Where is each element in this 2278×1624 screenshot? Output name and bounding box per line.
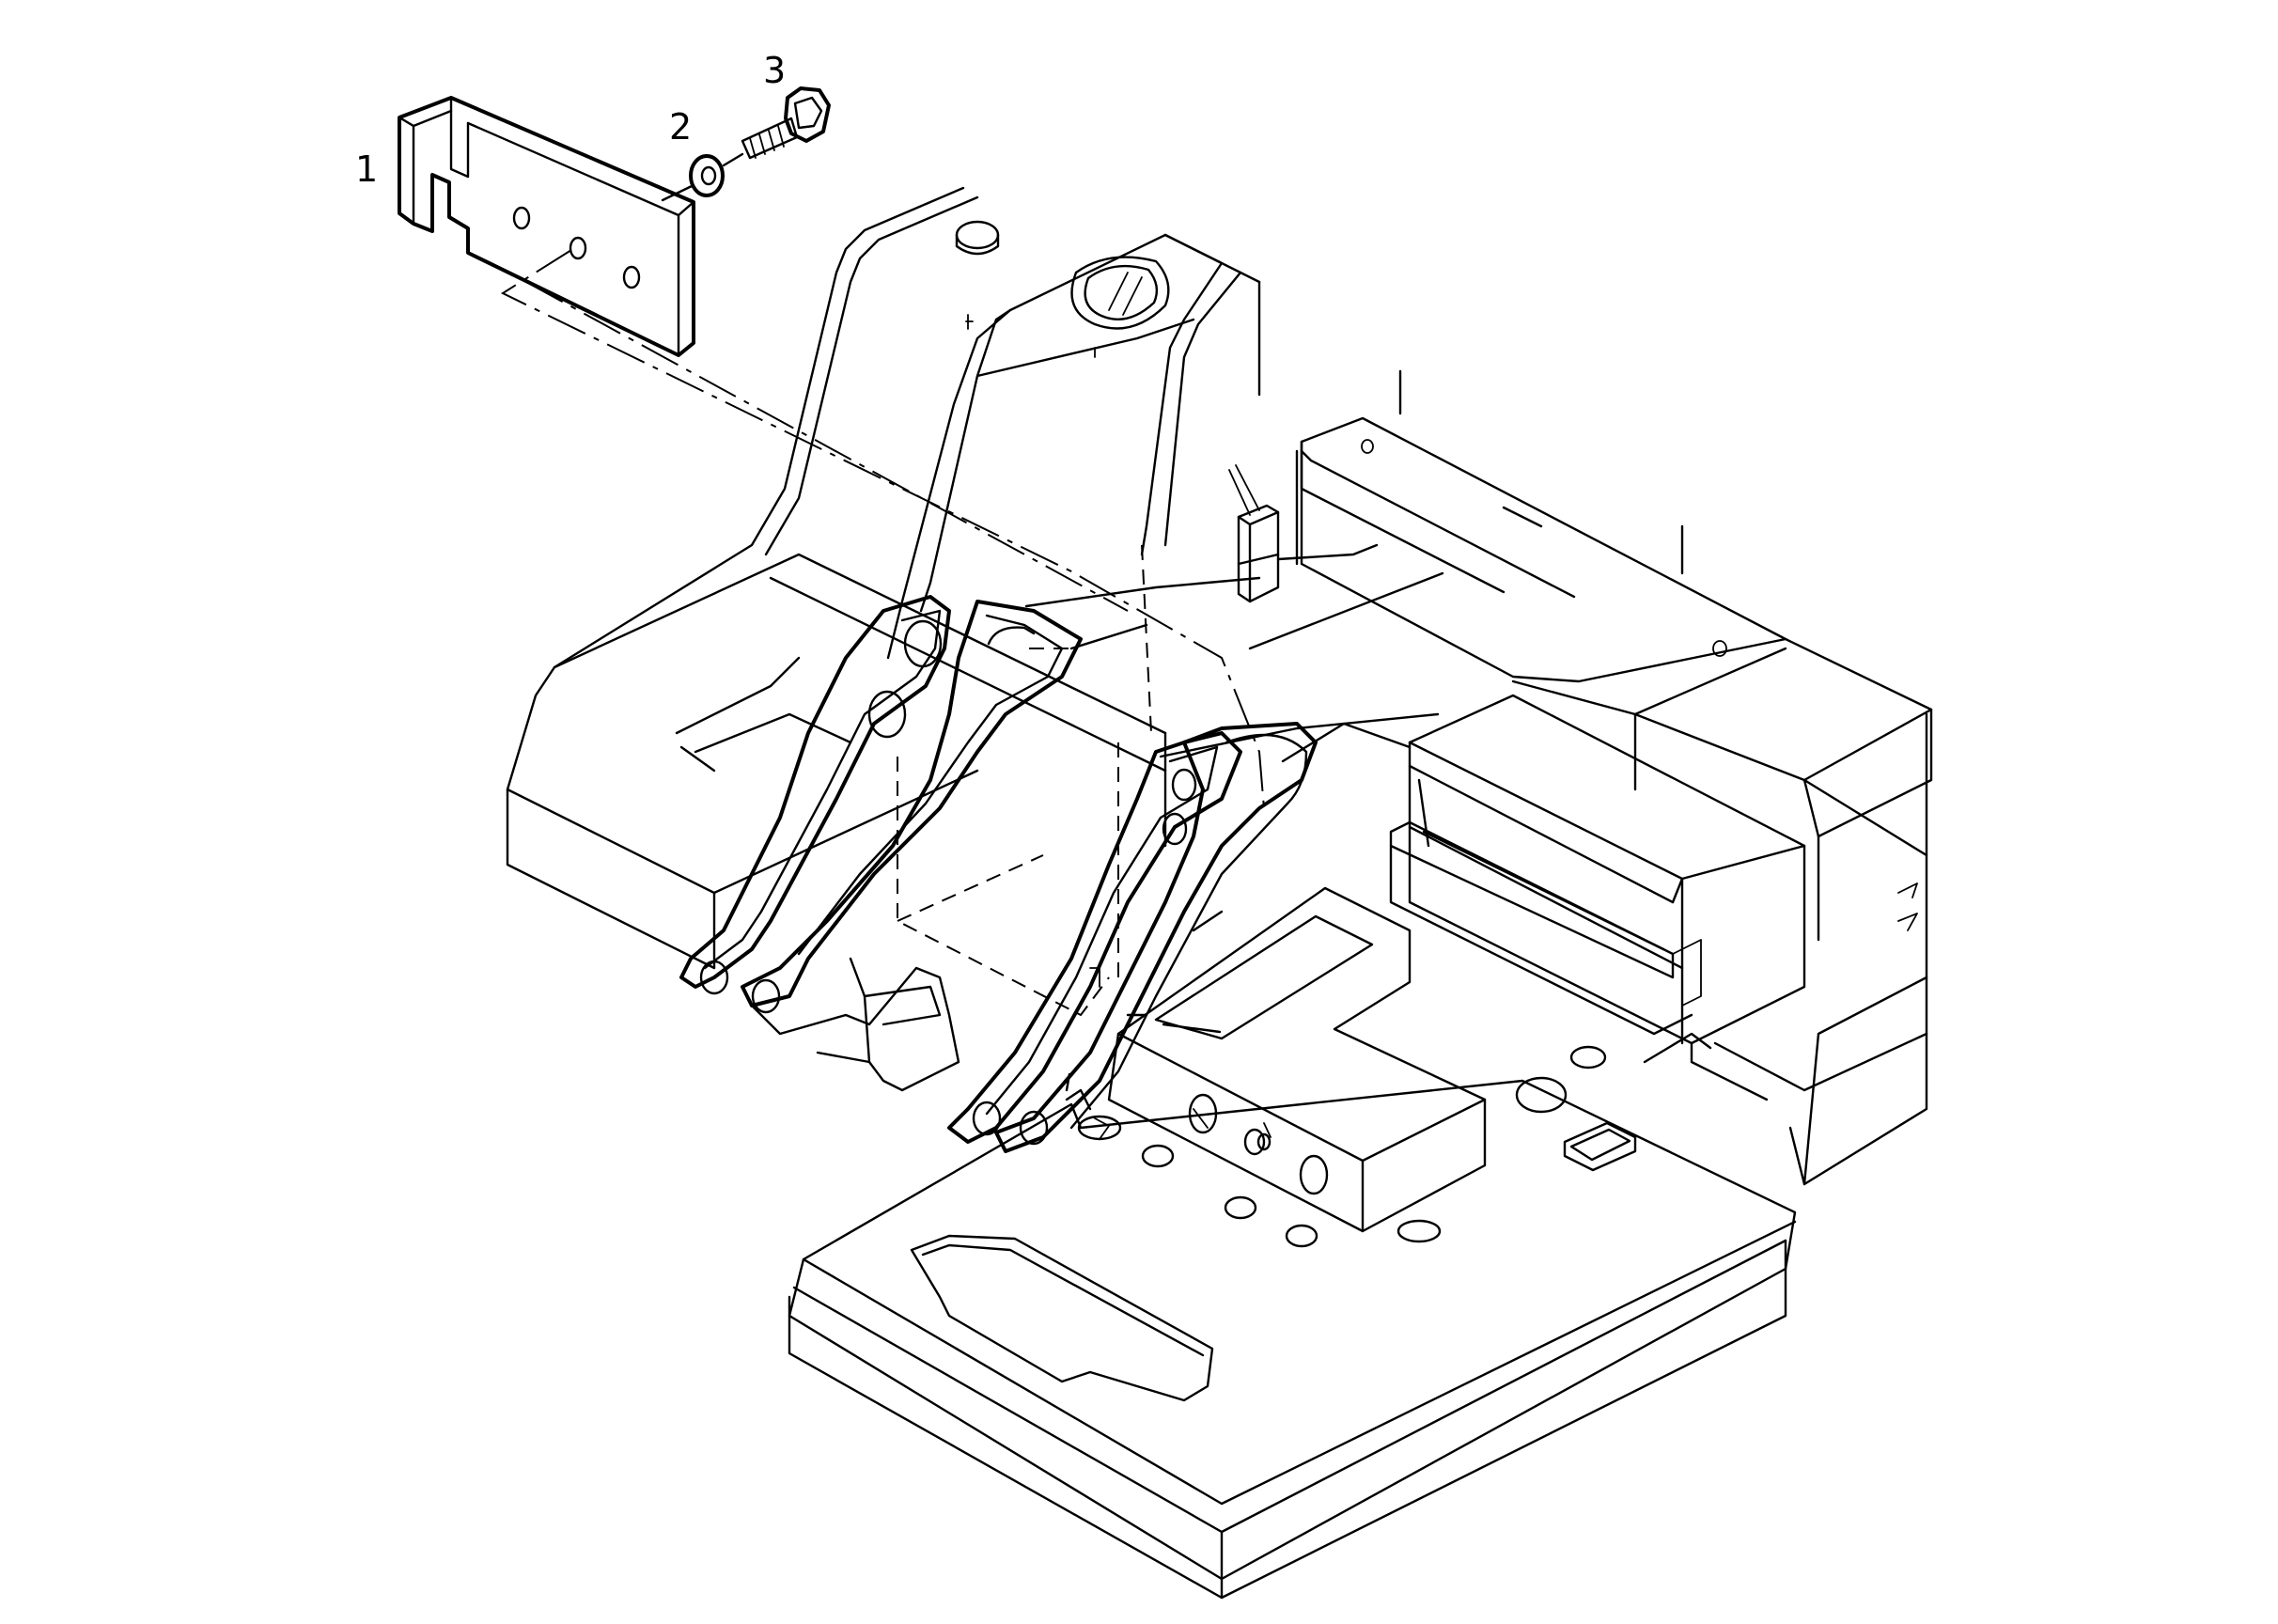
valve-block (1107, 886, 1487, 1233)
hood-tank (886, 233, 1261, 660)
upper-frame-edge (1024, 576, 1440, 758)
part-2-washer (661, 154, 725, 202)
right-frame-box (1511, 637, 1933, 1186)
callout-1: 1 (355, 148, 378, 190)
hidden-lines (897, 544, 1152, 1017)
part-3-hex-bolt (722, 86, 831, 167)
assembly-centerline (500, 249, 1265, 809)
part-1-counterweight-plate (398, 96, 695, 357)
callout-3: 3 (763, 50, 786, 91)
sensor-connector (1228, 464, 1379, 603)
frame-lines (1069, 449, 1543, 932)
linkage-arms (679, 595, 1318, 1153)
callout-2: 2 (669, 106, 692, 148)
left-counterweight-block (506, 186, 1167, 970)
base-plate (788, 1045, 1797, 1600)
rear-deck-plate (1300, 369, 1787, 683)
right-case (1389, 694, 1806, 1101)
